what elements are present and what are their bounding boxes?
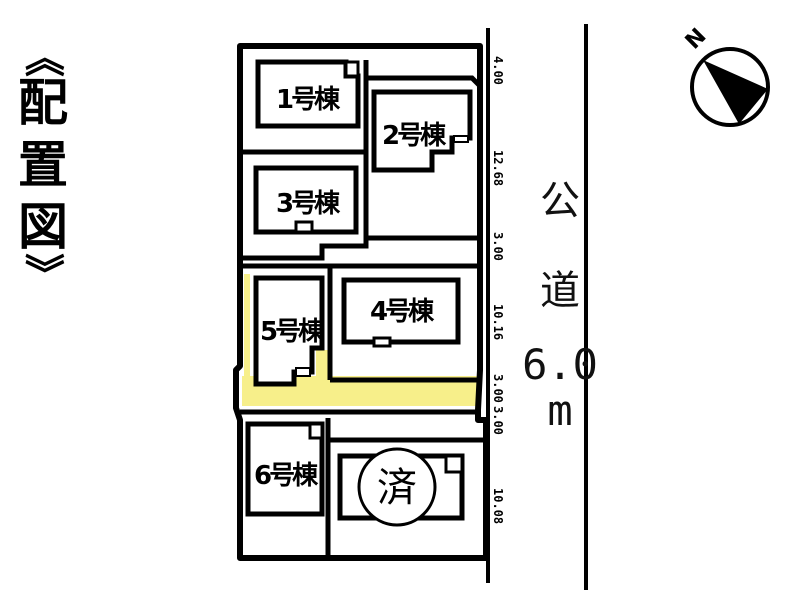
entrance-marker bbox=[372, 336, 392, 348]
north-arrow-icon: N bbox=[681, 24, 770, 127]
building-1-label: 1号棟 bbox=[276, 85, 341, 115]
entrance-marker bbox=[453, 135, 469, 143]
building-6-label: 6号棟 bbox=[254, 461, 319, 491]
building-3-label: 3号棟 bbox=[276, 189, 341, 219]
road-width-value: 6.0 bbox=[522, 340, 598, 389]
building-3[interactable]: 3号棟 bbox=[253, 165, 359, 235]
entrance-marker bbox=[295, 367, 311, 377]
dim-label: 3.00 bbox=[491, 406, 505, 435]
building-2[interactable]: 2号棟 bbox=[371, 89, 473, 173]
dim-label: 10.16 bbox=[491, 304, 505, 340]
building-4[interactable]: 4号棟 bbox=[341, 277, 461, 348]
road-label-char-2: 道 bbox=[540, 268, 580, 314]
entrance-marker bbox=[308, 422, 324, 440]
building-6[interactable]: 6号棟 bbox=[245, 421, 325, 517]
frontage-dimensions: 4.00 12.68 3.00 10.16 3.00 3.00 10.08 bbox=[491, 56, 505, 524]
parcel-lines bbox=[240, 60, 486, 556]
sold-badge bbox=[357, 447, 437, 527]
entrance-marker bbox=[344, 60, 360, 78]
building-4-label: 4号棟 bbox=[370, 297, 435, 327]
building-5-label: 5号棟 bbox=[260, 317, 325, 347]
building-sold[interactable]: 済 bbox=[337, 447, 465, 527]
lot-boundary bbox=[233, 43, 489, 561]
dim-label: 3.00 bbox=[491, 374, 505, 403]
title-char-zu: 図 bbox=[18, 198, 68, 256]
building-5[interactable]: 5号棟 bbox=[253, 275, 328, 387]
sold-badge-label: 済 bbox=[377, 465, 417, 511]
road-label-char-1: 公 bbox=[540, 178, 580, 224]
title-char-chi: 置 bbox=[18, 136, 68, 194]
dim-label: 12.68 bbox=[491, 150, 505, 186]
road-width-unit: m bbox=[547, 386, 573, 435]
dim-label: 10.08 bbox=[491, 488, 505, 524]
building-2-label: 2号棟 bbox=[382, 121, 447, 151]
north-label: N bbox=[681, 24, 712, 55]
entrance-marker bbox=[294, 220, 314, 234]
entrance-marker bbox=[444, 454, 464, 474]
dim-label: 4.00 bbox=[491, 56, 505, 85]
title-char-hai: 配 bbox=[18, 74, 68, 132]
plan-title: 《 配 置 図 》 bbox=[8, 37, 78, 293]
building-1[interactable]: 1号棟 bbox=[255, 59, 361, 129]
dim-label: 3.00 bbox=[491, 232, 505, 261]
